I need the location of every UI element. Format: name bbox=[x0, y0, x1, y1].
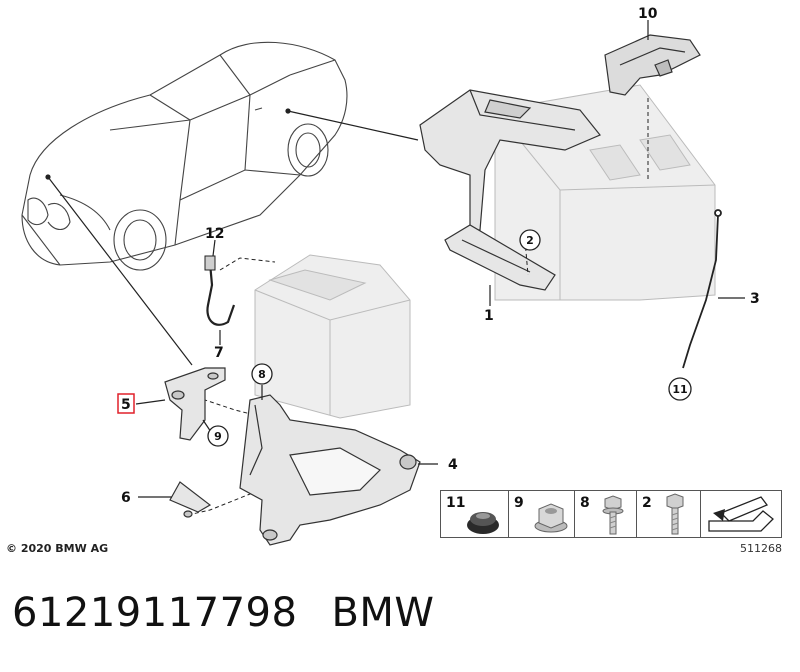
part-number: 61219117798 bbox=[12, 590, 298, 636]
callout-3[interactable]: 3 bbox=[750, 291, 760, 307]
legend-label-11: 11 bbox=[446, 495, 466, 511]
callout-5[interactable]: 5 bbox=[121, 397, 131, 413]
part-number-caption: 61219117798 BMW bbox=[12, 590, 434, 636]
legend-cell-screw-collar: 8 bbox=[575, 491, 637, 537]
callout-10[interactable]: 10 bbox=[638, 6, 658, 22]
callout-8[interactable]: 8 bbox=[258, 368, 266, 381]
grommet-icon bbox=[467, 512, 499, 534]
callout-1[interactable]: 1 bbox=[484, 308, 494, 324]
callout-4[interactable]: 4 bbox=[448, 457, 458, 473]
flange-nut-icon bbox=[534, 503, 568, 533]
car-outline bbox=[21, 41, 348, 271]
legend-label-8: 8 bbox=[580, 495, 590, 511]
callout-2[interactable]: 2 bbox=[526, 234, 534, 247]
legend-label-2: 2 bbox=[642, 495, 652, 511]
legend-label-9: 9 bbox=[514, 495, 524, 511]
legend-cell-direction bbox=[701, 491, 781, 537]
tray-part-4 bbox=[239, 394, 421, 546]
callout-11-circle bbox=[668, 377, 692, 401]
parts-diagram: 1 2 3 4 5 6 7 8 9 10 11 12 bbox=[21, 6, 760, 546]
callout-12[interactable]: 12 bbox=[205, 226, 224, 242]
legend-cell-hex-bolt: 2 bbox=[637, 491, 701, 537]
callout-11[interactable]: 11 bbox=[672, 383, 687, 396]
hex-bolt-icon bbox=[666, 493, 684, 535]
bracket-part-5[interactable] bbox=[164, 367, 226, 441]
callout-2-circle bbox=[519, 229, 541, 251]
bracket-holder-part-1 bbox=[419, 89, 601, 291]
callout-9[interactable]: 9 bbox=[214, 430, 222, 443]
callout-6[interactable]: 6 bbox=[121, 490, 131, 506]
direction-arrow-icon bbox=[708, 496, 774, 532]
cable-part-3 bbox=[682, 209, 722, 369]
collar-screw-icon bbox=[602, 495, 624, 535]
battery-small bbox=[254, 254, 411, 419]
callout-9-circle bbox=[207, 425, 229, 447]
legend-cell-grommet: 11 bbox=[441, 491, 509, 537]
callout-8-circle bbox=[251, 363, 273, 385]
cable-part-12 bbox=[204, 255, 236, 326]
diagram-id: 511268 bbox=[740, 542, 782, 555]
leader-lines bbox=[135, 20, 745, 498]
callout-7[interactable]: 7 bbox=[214, 345, 224, 361]
fastener-legend: 11 9 8 2 bbox=[440, 490, 782, 538]
car-leader-lines bbox=[45, 108, 419, 366]
copyright-notice: © 2020 BMW AG bbox=[6, 542, 109, 555]
terminal-cover-part-10 bbox=[604, 34, 701, 96]
callout-5-highlight bbox=[117, 393, 135, 414]
brand-name: BMW bbox=[331, 590, 435, 636]
clip-part-6 bbox=[169, 481, 212, 518]
legend-cell-nut: 9 bbox=[509, 491, 575, 537]
